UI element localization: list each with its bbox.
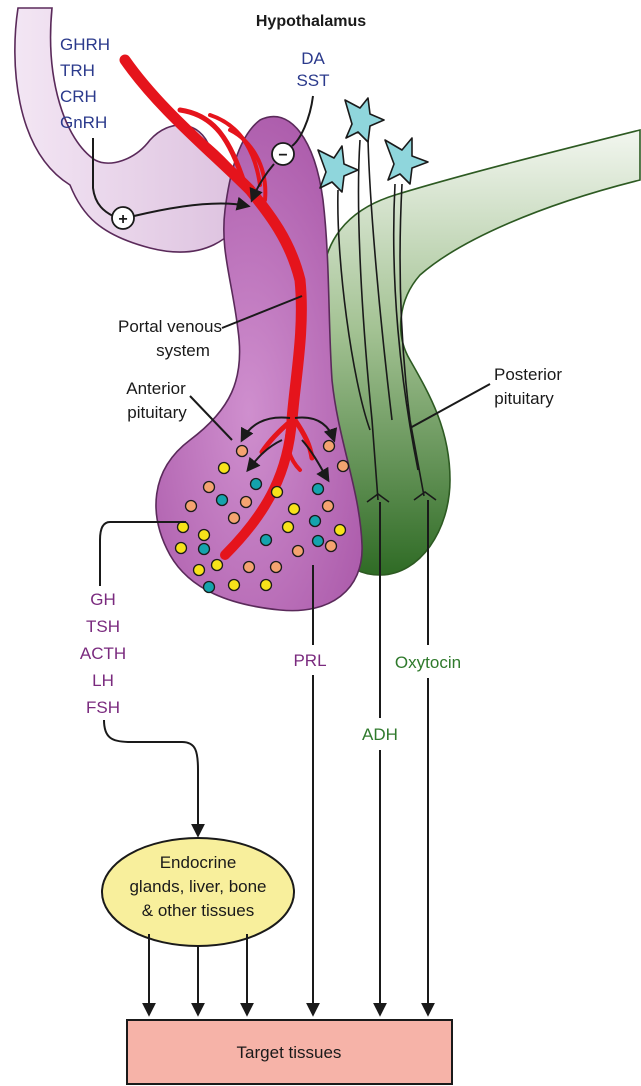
secretory-cell [204,582,215,593]
secretory-cell [178,522,189,533]
inhibiting-hormone-list: DA SST [296,49,329,90]
hormone-prl: PRL [293,651,326,670]
hormone-fsh: FSH [86,698,120,717]
portal-label-line1: Portal venous [118,317,222,336]
hormone-crh: CRH [60,87,97,106]
secretory-cell [244,562,255,573]
secretory-cell [212,560,223,571]
secretory-cell [283,522,294,533]
endocrine-line2: glands, liver, bone [129,877,266,896]
hormone-acth: ACTH [80,644,126,663]
neuron-cell-bodies [318,98,428,192]
secretory-cell [335,525,346,536]
hormone-gh: GH [90,590,116,609]
neuron-body-3 [385,138,428,184]
anterior-label-line1: Anterior [126,379,186,398]
posterior-label-line1: Posterior [494,365,562,384]
hormone-da: DA [301,49,325,68]
hormone-oxytocin: Oxytocin [395,653,461,672]
hormone-gnrh: GnRH [60,113,107,132]
secretory-cell [199,530,210,541]
hormone-lh: LH [92,671,114,690]
secretory-cell [323,501,334,512]
secretory-cell [194,565,205,576]
neuron-body-2 [318,146,358,192]
hormone-trh: TRH [60,61,95,80]
posterior-label-line2: pituitary [494,389,554,408]
hormone-adh: ADH [362,725,398,744]
secretory-cell [241,497,252,508]
anterior-label-line2: pituitary [127,403,187,422]
hormone-sst: SST [296,71,329,90]
secretory-cell [324,441,335,452]
neuron-body-1 [345,98,384,142]
hormone-tsh: TSH [86,617,120,636]
secretory-cell [217,495,228,506]
secretory-cell [313,536,324,547]
secretory-cell [261,535,272,546]
secretory-cell [261,580,272,591]
secretory-cell [326,541,337,552]
secretory-cell [186,501,197,512]
portal-label-line2: system [156,341,210,360]
anterior-hormone-list: GH TSH ACTH LH FSH [80,590,126,717]
secretory-cell [219,463,230,474]
secretory-cell [338,461,349,472]
secretory-cell [293,546,304,557]
secretory-cell [204,482,215,493]
secretory-cell [237,446,248,457]
target-tissues-label: Target tissues [237,1043,342,1062]
releasing-hormone-list: GHRH TRH CRH GnRH [60,35,110,132]
secretory-cell [313,484,324,495]
inhibit-sign: − [278,147,287,164]
endocrine-line3: & other tissues [142,901,254,920]
secretory-cell [251,479,262,490]
secretory-cell [289,504,300,515]
anterior-to-endocrine-arrow [104,720,198,835]
secretory-cell [272,487,283,498]
secretory-cell [271,562,282,573]
secretory-cell [176,543,187,554]
secretory-cell [310,516,321,527]
endocrine-line1: Endocrine [160,853,237,872]
hypothalamus-title: Hypothalamus [256,13,366,30]
hormone-ghrh: GHRH [60,35,110,54]
secretory-cell [199,544,210,555]
secretory-cell [229,580,240,591]
stimulate-sign: + [118,211,127,228]
secretory-cell [229,513,240,524]
